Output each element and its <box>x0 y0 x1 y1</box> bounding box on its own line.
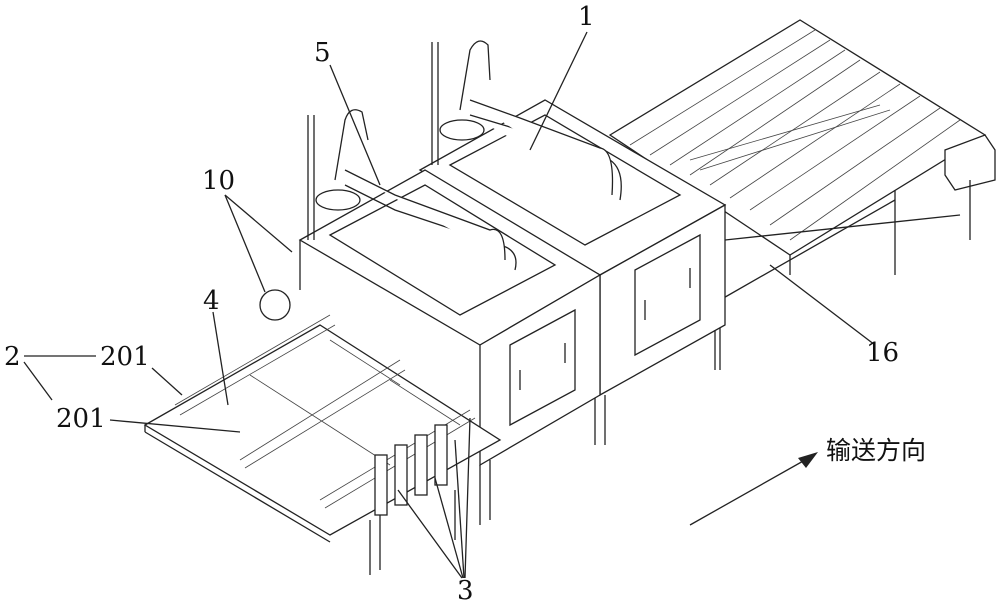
oven-housing-2 <box>298 169 602 525</box>
leader-lines <box>23 31 876 579</box>
label-16: 16 <box>866 338 900 368</box>
label-3: 3 <box>457 576 474 606</box>
oven-housing-1 <box>418 99 727 445</box>
label-10: 10 <box>202 166 236 196</box>
infeed-conveyor-2 <box>143 289 502 575</box>
conveying-direction-label: 输送方向 <box>826 436 927 465</box>
exhaust-pipes-5 <box>307 40 622 271</box>
label-201-lower: 201 <box>56 404 106 434</box>
conveying-direction-arrow <box>689 452 818 526</box>
label-201-upper: 201 <box>100 342 150 372</box>
label-1: 1 <box>578 2 595 32</box>
label-5: 5 <box>314 38 331 68</box>
label-4: 4 <box>203 286 220 316</box>
label-2: 2 <box>4 342 21 372</box>
